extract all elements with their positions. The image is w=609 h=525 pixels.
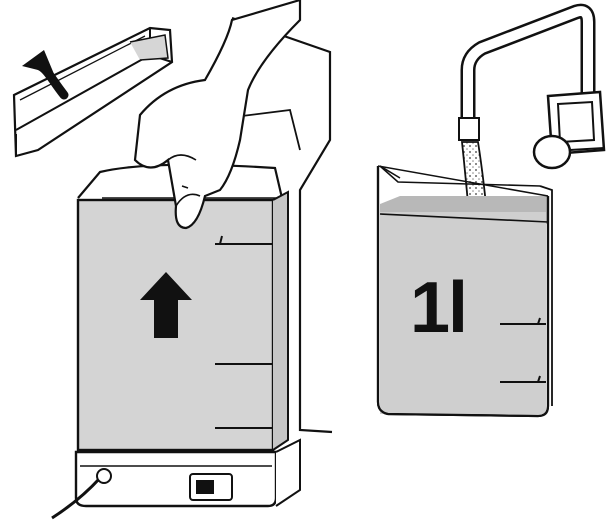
water-tank bbox=[376, 165, 553, 418]
lift-up-arrow-icon bbox=[22, 50, 69, 100]
lift-up-arrow-icon bbox=[140, 272, 192, 338]
hand-illustration bbox=[133, 0, 302, 230]
lid-piece bbox=[12, 26, 174, 158]
appliance-body bbox=[51, 16, 333, 520]
tank-capacity-label: 1l bbox=[410, 268, 468, 348]
faucet bbox=[458, 3, 606, 170]
